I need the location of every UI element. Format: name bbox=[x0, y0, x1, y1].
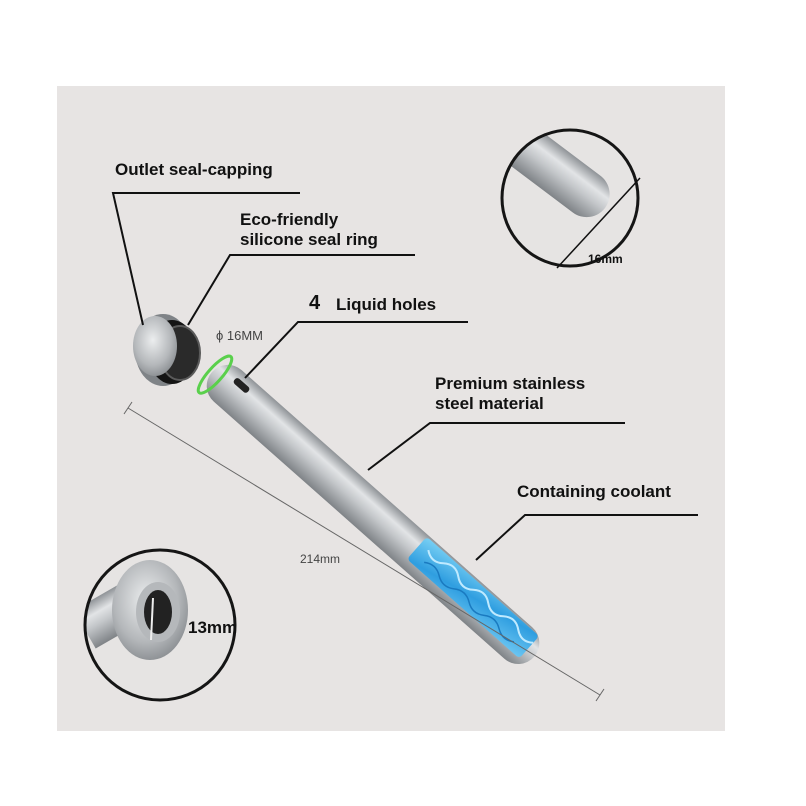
label-inner-diameter: 13mm bbox=[188, 618, 238, 637]
label-liquid-holes: Liquid holes bbox=[336, 295, 437, 314]
outlet-cap bbox=[133, 314, 201, 386]
label-material-line-1: Premium stainless bbox=[435, 374, 586, 393]
label-eco-line-2: silicone seal ring bbox=[240, 230, 378, 249]
label-length: 214mm bbox=[300, 552, 341, 566]
leader-lines bbox=[111, 192, 698, 561]
tip-detail-circle bbox=[500, 128, 641, 269]
coolant-window bbox=[408, 538, 538, 657]
label-tip-diameter: 16mm bbox=[588, 252, 623, 266]
label-material-line-2: steel material bbox=[435, 394, 544, 413]
label-diameter: ϕ 16MM bbox=[216, 328, 264, 343]
seal-ring bbox=[196, 354, 234, 395]
label-eco-line-1: Eco-friendly bbox=[240, 210, 339, 229]
liquid-hole bbox=[233, 378, 250, 393]
opening-detail-circle bbox=[83, 548, 237, 702]
label-outlet-seal-capping: Outlet seal-capping bbox=[115, 160, 273, 179]
steel-rod bbox=[196, 354, 540, 665]
label-containing-coolant: Containing coolant bbox=[517, 482, 671, 501]
label-holes-count: 4 bbox=[309, 292, 321, 314]
length-dimension-line bbox=[123, 401, 605, 702]
